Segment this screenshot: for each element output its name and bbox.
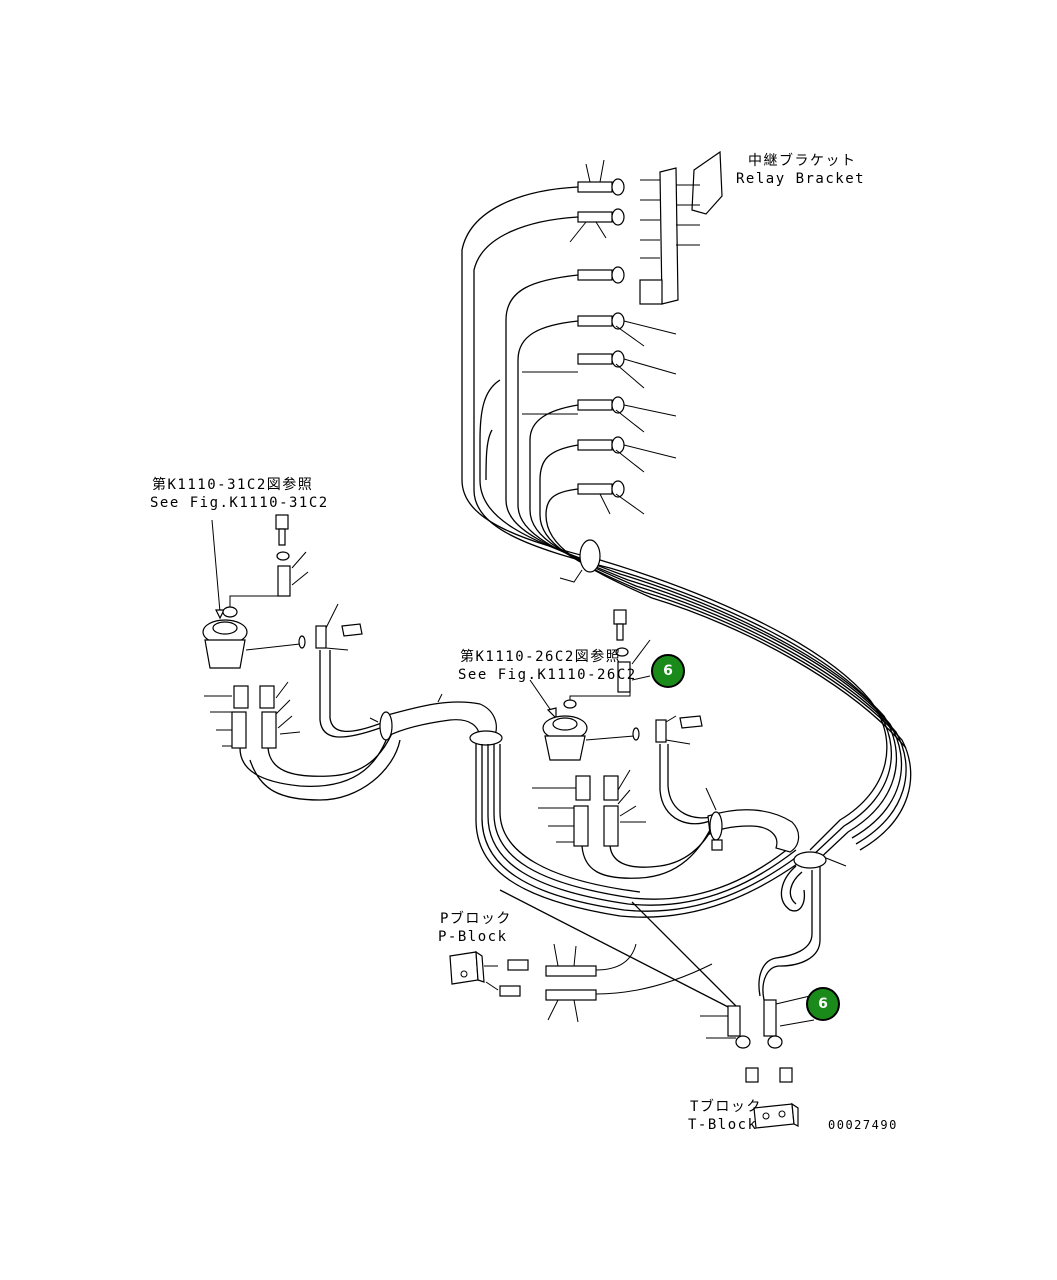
callout-6-lower: 6 (806, 987, 840, 1021)
right-loop-hoses (758, 862, 821, 1001)
p-block-label-en: P-Block (438, 929, 508, 945)
center-valve-hoses (581, 744, 717, 879)
t-block-hoses (499, 889, 741, 1011)
grommet-right (793, 851, 847, 869)
see-fig-26c2-label-jp: 第K1110-26C2図参照 (460, 649, 622, 665)
relay-bracket (639, 150, 723, 305)
t-block (753, 1102, 799, 1129)
relay-bracket-label-jp: 中継ブラケット (748, 153, 857, 169)
p-block (449, 943, 713, 1023)
hose-guard-right (705, 787, 800, 853)
relay-bracket-label-en: Relay Bracket (736, 171, 866, 187)
lower-hose-bundle (475, 744, 801, 918)
p-block-label-jp: Pブロック (440, 911, 512, 927)
see-fig-26c2-label-en: See Fig.K1110-26C2 (458, 667, 637, 683)
hose-guard-left (369, 693, 503, 746)
left-valve-hoses (239, 650, 401, 801)
drawing-number: 00027490 (828, 1118, 898, 1132)
hose-clamp-upper (559, 539, 601, 583)
t-block-label-en: T-Block (688, 1117, 758, 1133)
callout-6-upper: 6 (651, 654, 685, 688)
center-valve-assembly (529, 609, 703, 847)
see-fig-31c2-label-jp: 第K1110-31C2図参照 (152, 477, 314, 493)
see-fig-31c2-label-en: See Fig.K1110-31C2 (150, 495, 329, 511)
t-block-label-jp: Tブロック (690, 1099, 762, 1115)
t-block-fittings (700, 995, 815, 1083)
left-valve-assembly (202, 514, 363, 749)
main-hose-bundle (461, 186, 912, 863)
relay-hose-fittings (522, 159, 677, 515)
